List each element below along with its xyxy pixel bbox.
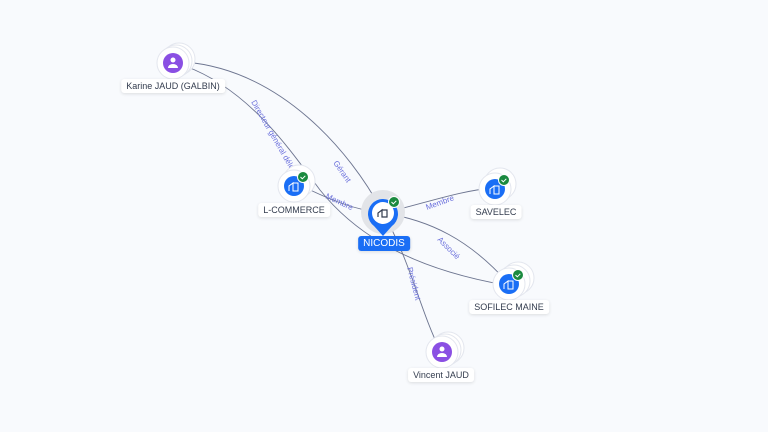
verified-check-icon [388, 196, 400, 208]
building-icon [503, 280, 514, 290]
verified-check-icon [297, 171, 309, 183]
node-label-karine[interactable]: Karine JAUD (GALBIN) [121, 79, 225, 93]
edge-dg[interactable] [184, 65, 506, 286]
person-icon [168, 57, 178, 68]
node-vincent[interactable] [425, 331, 465, 369]
edge-label-president: Président [405, 266, 423, 302]
node-label-lcommerce[interactable]: L-COMMERCE [258, 203, 330, 217]
node-label-sofilec[interactable]: SOFILEC MAINE [469, 300, 549, 314]
verified-check-icon [498, 174, 510, 186]
edge-gerant[interactable] [184, 61, 384, 214]
node-sofilec[interactable] [492, 261, 535, 301]
verified-check-icon [512, 269, 524, 281]
building-icon [288, 182, 299, 192]
node-nicodis[interactable] [361, 190, 405, 236]
edge-label-gerant: Gérant [331, 159, 353, 185]
person-icon [437, 346, 447, 357]
edge-label-associe: Associé [436, 235, 463, 262]
node-label-vincent[interactable]: Vincent JAUD [408, 368, 474, 382]
node-label-savelec[interactable]: SAVELEC [470, 205, 522, 219]
node-karine[interactable] [156, 42, 196, 80]
edge-label-membre-savelec: Membre [425, 193, 456, 212]
node-lcommerce[interactable] [277, 164, 316, 203]
node-savelec[interactable] [478, 167, 517, 206]
building-icon [489, 185, 500, 195]
building-icon [377, 208, 388, 218]
node-label-nicodis[interactable]: NICODIS [358, 236, 410, 251]
